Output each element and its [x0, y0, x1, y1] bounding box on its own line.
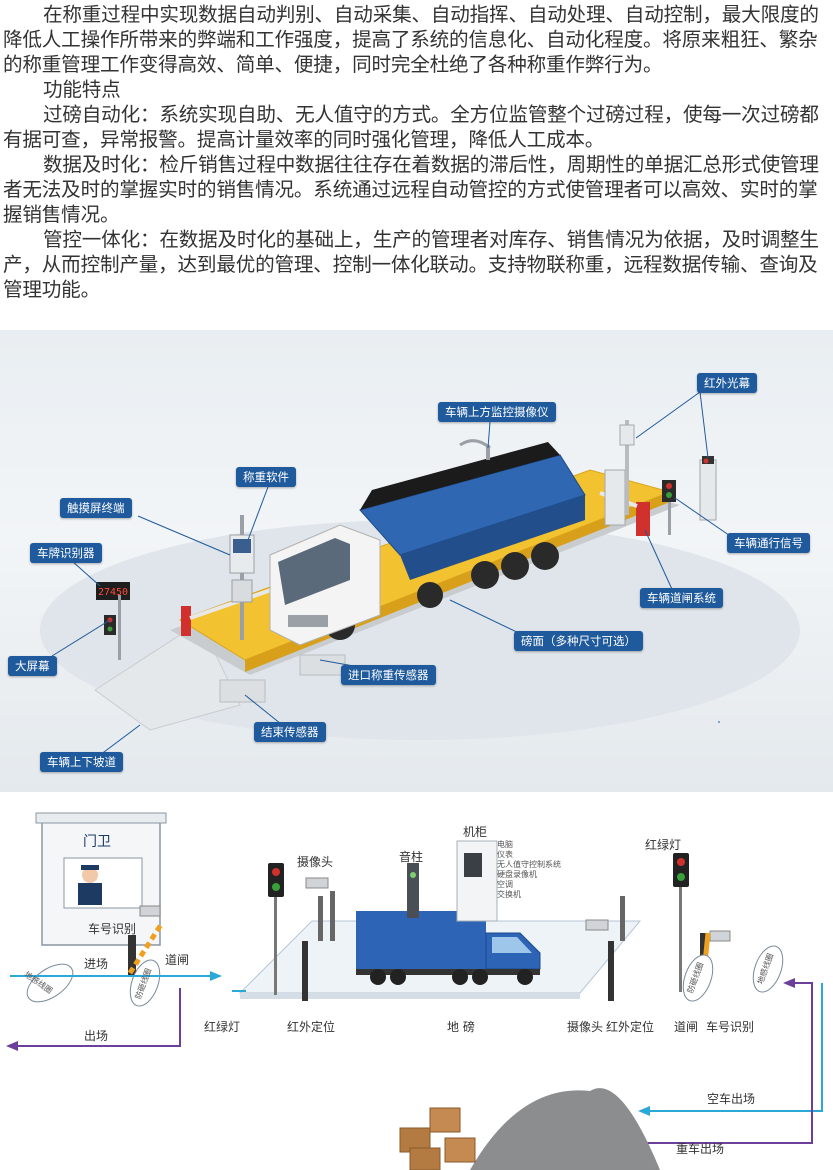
cabinet-item: 电脑 [497, 840, 513, 849]
cabinet-item: 仪表 [497, 850, 513, 859]
cabinet-item: 空调 [497, 880, 513, 889]
big-screen-digits: 27450 [98, 587, 128, 598]
bottom-infrared-left-label: 红外定位 [287, 1020, 336, 1034]
label-plate-recognizer: 车牌识别器 [30, 543, 102, 563]
enter-label: 进场 [84, 957, 109, 971]
exit-label: 出场 [84, 1029, 109, 1043]
feature-paragraph-control: 管控一体化：在数据及时化的基础上，生产的管理者对库存、销售情况为依据，及时调整生… [3, 228, 819, 301]
feature-paragraph-data: 数据及时化：检斤销售过程中数据往往存在着数据的滞后性，周期性的单据汇总形式使管理… [3, 153, 819, 226]
label-touchscreen: 触摸屏终端 [60, 498, 132, 518]
speaker-label: 音柱 [399, 850, 424, 864]
label-barrier-system: 车辆道闸系统 [640, 588, 723, 608]
cabinet-item: 无人值守控制系统 [497, 860, 561, 869]
camera-label: 摄像头 [297, 855, 334, 869]
empty-exit-label: 空车出场 [707, 1092, 756, 1106]
heavy-exit-label: 重车出场 [676, 1142, 725, 1156]
cabinet-item: 交换机 [497, 890, 521, 899]
feature-paragraph-weighing: 过磅自动化：系统实现自助、无人值守的方式。全方位监管整个过磅过程，使每一次过磅都… [3, 103, 819, 151]
label-exit-sensor: 结束传感器 [254, 722, 326, 742]
label-traffic-signal: 车辆通行信号 [727, 533, 810, 553]
bottom-traffic-light-label: 红绿灯 [204, 1020, 241, 1034]
weighbridge-graphic: 27450 [40, 391, 800, 759]
bottom-barrier-label: 道闸 [674, 1020, 699, 1034]
label-big-screen: 大屏幕 [8, 656, 57, 676]
site-flow-diagram: 门卫 车号识别 道闸 进场 出场 地感线圈 防砸线圈 摄像头 音柱 机柜 电脑 … [0, 793, 833, 1170]
label-platform: 磅面（多种尺寸可选） [514, 631, 643, 651]
label-ramp: 车辆上下坡道 [40, 752, 123, 772]
bottom-camera-label: 摄像头 [567, 1020, 604, 1034]
bottom-plate-id-label: 车号识别 [706, 1020, 755, 1034]
bottom-infrared-right-label: 红外定位 [606, 1020, 655, 1034]
bottom-scale-label: 地 磅 [447, 1020, 475, 1034]
weighbridge-illustration: 27450 车辆上方监控摄像仪 红外光幕 称重软件 触摸屏终端 车牌识别器 大屏… [0, 330, 833, 792]
barrier-left-label: 道闸 [165, 953, 190, 967]
intro-paragraph: 在称重过程中实现数据自动判别、自动采集、自动指挥、自动处理、自动控制，最大限度的… [3, 3, 819, 76]
label-top-camera: 车辆上方监控摄像仪 [438, 402, 556, 422]
cabinet-label: 机柜 [463, 825, 488, 839]
plate-id-left-label: 车号识别 [88, 922, 137, 936]
traffic-light-right-label: 红绿灯 [645, 838, 682, 852]
guard-house-label: 门卫 [83, 834, 111, 850]
label-software: 称重软件 [236, 467, 296, 487]
section-heading: 功能特点 [43, 78, 121, 101]
label-infrared-curtain: 红外光幕 [697, 373, 757, 393]
site-flow-graphic [6, 812, 823, 1170]
label-entry-sensor: 进口称重传感器 [341, 665, 436, 685]
cabinet-item: 硬盘录像机 [497, 870, 537, 879]
